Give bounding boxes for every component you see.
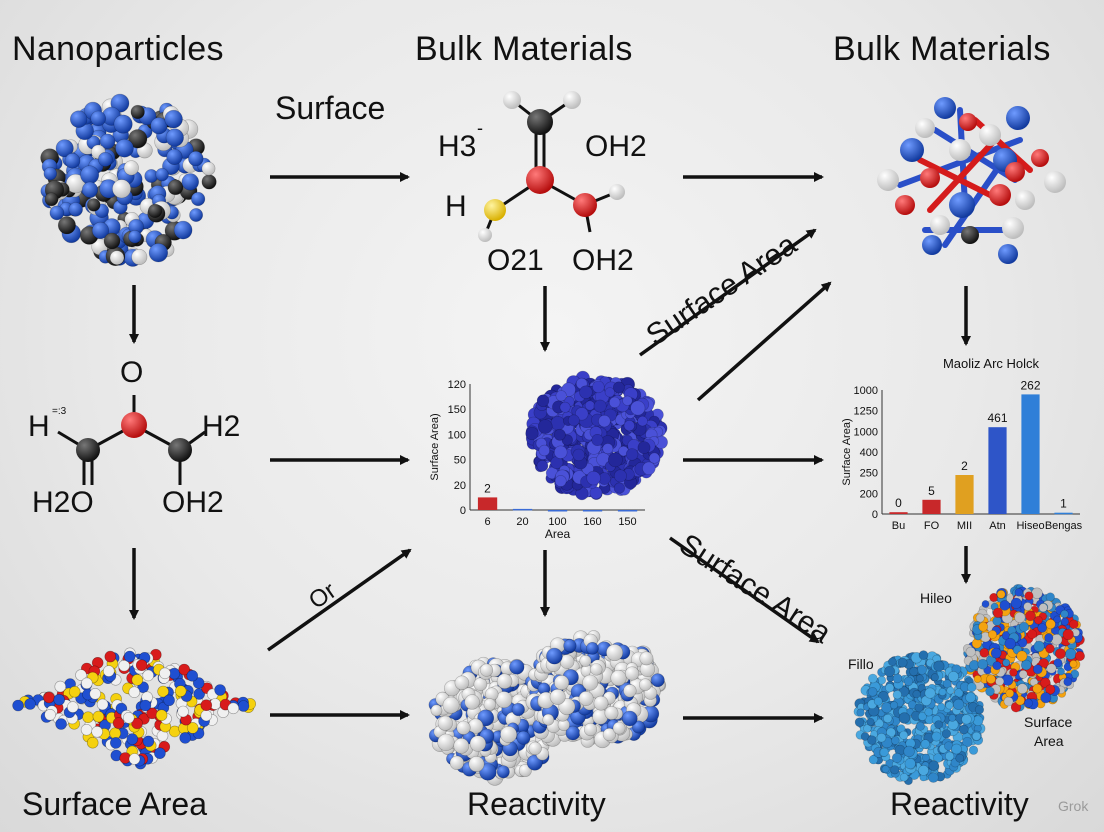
x-tick-label: Atn bbox=[989, 520, 1006, 532]
mol-top-h: H bbox=[445, 190, 467, 223]
y-tick-label: 1250 bbox=[854, 406, 878, 418]
bar-Hiseo bbox=[1021, 394, 1040, 514]
x-tick-label: MII bbox=[957, 520, 972, 532]
chart-title: Maoliz Arc Holck bbox=[943, 356, 1040, 371]
data-label: 0 bbox=[895, 496, 902, 510]
bar-FO bbox=[922, 499, 941, 514]
mol-left-h-superscript: =:3 bbox=[52, 406, 67, 417]
bottom-label-reactivity-center: Reactivity bbox=[467, 786, 606, 822]
y-tick-label: 400 bbox=[860, 447, 878, 459]
bar-Bu bbox=[889, 512, 908, 514]
x-tick-label: 20 bbox=[516, 516, 528, 528]
mol-left-h: H bbox=[28, 410, 50, 443]
data-label: 1 bbox=[1060, 497, 1067, 511]
cluster-label-surface: Surface bbox=[1024, 714, 1073, 730]
reactivity-particle-clusters bbox=[428, 630, 667, 786]
y-tick-label: 100 bbox=[448, 429, 466, 441]
x-tick-label: 6 bbox=[484, 516, 490, 528]
x-tick-label: FO bbox=[924, 520, 940, 532]
y-tick-label: 120 bbox=[448, 379, 466, 391]
data-label: 461 bbox=[987, 411, 1007, 425]
bar-160 bbox=[582, 510, 603, 512]
label-surface: Surface bbox=[275, 90, 386, 126]
y-axis-label: Surface Area) bbox=[841, 418, 853, 485]
cluster-label-fillo: Fillo bbox=[848, 656, 874, 672]
x-tick-label: 150 bbox=[618, 516, 636, 528]
bar-20 bbox=[512, 508, 533, 511]
bar-MII bbox=[955, 475, 974, 514]
bar-6 bbox=[477, 497, 498, 510]
arrow-surface-area-up bbox=[638, 228, 817, 357]
bar-Atn bbox=[988, 427, 1007, 514]
mol-top-oh2-upper: OH2 bbox=[585, 130, 647, 163]
mol-left-oh2: OH2 bbox=[162, 486, 224, 519]
bulk-molecule-cluster bbox=[877, 97, 1066, 264]
x-tick-label: 100 bbox=[548, 516, 566, 528]
mol-left-o: O bbox=[120, 356, 144, 389]
title-nanoparticles: Nanoparticles bbox=[12, 30, 224, 68]
bottom-label-surface-area: Surface Area bbox=[22, 786, 207, 822]
y-tick-label: 250 bbox=[860, 468, 878, 480]
data-label: 2 bbox=[484, 481, 491, 495]
bar-Bengas bbox=[1054, 512, 1073, 515]
mol-left-h2o: H2O bbox=[32, 486, 94, 519]
arrow-or-diagonal bbox=[266, 548, 412, 652]
x-tick-label: Hiseo bbox=[1016, 520, 1044, 532]
mol-top-o21: O21 bbox=[487, 244, 544, 277]
y-tick-label: 1000 bbox=[854, 426, 878, 438]
top-molecule bbox=[478, 91, 625, 242]
arrow-surface-area-down bbox=[668, 536, 820, 644]
right-reactivity-clusters bbox=[853, 584, 1085, 786]
y-tick-label: 0 bbox=[872, 509, 878, 521]
mol-top-dash: - bbox=[477, 118, 483, 138]
surface-area-particle-sheet bbox=[12, 647, 256, 770]
title-bulk-materials-center: Bulk Materials bbox=[415, 30, 633, 68]
data-label: 2 bbox=[961, 459, 968, 473]
data-label: 262 bbox=[1020, 378, 1040, 392]
y-tick-label: 200 bbox=[860, 488, 878, 500]
y-tick-label: 1000 bbox=[854, 385, 878, 397]
x-axis-label: Area bbox=[545, 527, 571, 541]
bar-150 bbox=[617, 510, 638, 512]
left-molecule bbox=[57, 395, 206, 485]
title-bulk-materials-right: Bulk Materials bbox=[833, 30, 1051, 68]
bar-100 bbox=[547, 510, 568, 512]
watermark: Grok bbox=[1058, 798, 1089, 814]
y-axis-label: Surface Area) bbox=[429, 413, 441, 480]
cluster-label-hileo: Hileo bbox=[920, 590, 952, 606]
mol-left-h2: H2 bbox=[202, 410, 241, 443]
y-tick-label: 0 bbox=[460, 505, 466, 517]
y-tick-label: 50 bbox=[454, 455, 466, 467]
bulk-violet-sphere bbox=[525, 370, 668, 501]
x-tick-label: Bu bbox=[892, 520, 905, 532]
x-tick-label: Bengas bbox=[1045, 520, 1083, 532]
cluster-label-area: Area bbox=[1034, 733, 1064, 749]
y-tick-label: 20 bbox=[454, 480, 466, 492]
y-tick-label: 150 bbox=[448, 404, 466, 416]
nanoparticle-cluster bbox=[40, 93, 217, 267]
data-label: 5 bbox=[928, 484, 935, 498]
bottom-label-reactivity-right: Reactivity bbox=[890, 786, 1029, 822]
mol-top-h3: H3 bbox=[438, 130, 477, 163]
mol-top-oh2-lower: OH2 bbox=[572, 244, 634, 277]
x-tick-label: 160 bbox=[583, 516, 601, 528]
arrow-diagonal-up-second bbox=[696, 281, 832, 402]
